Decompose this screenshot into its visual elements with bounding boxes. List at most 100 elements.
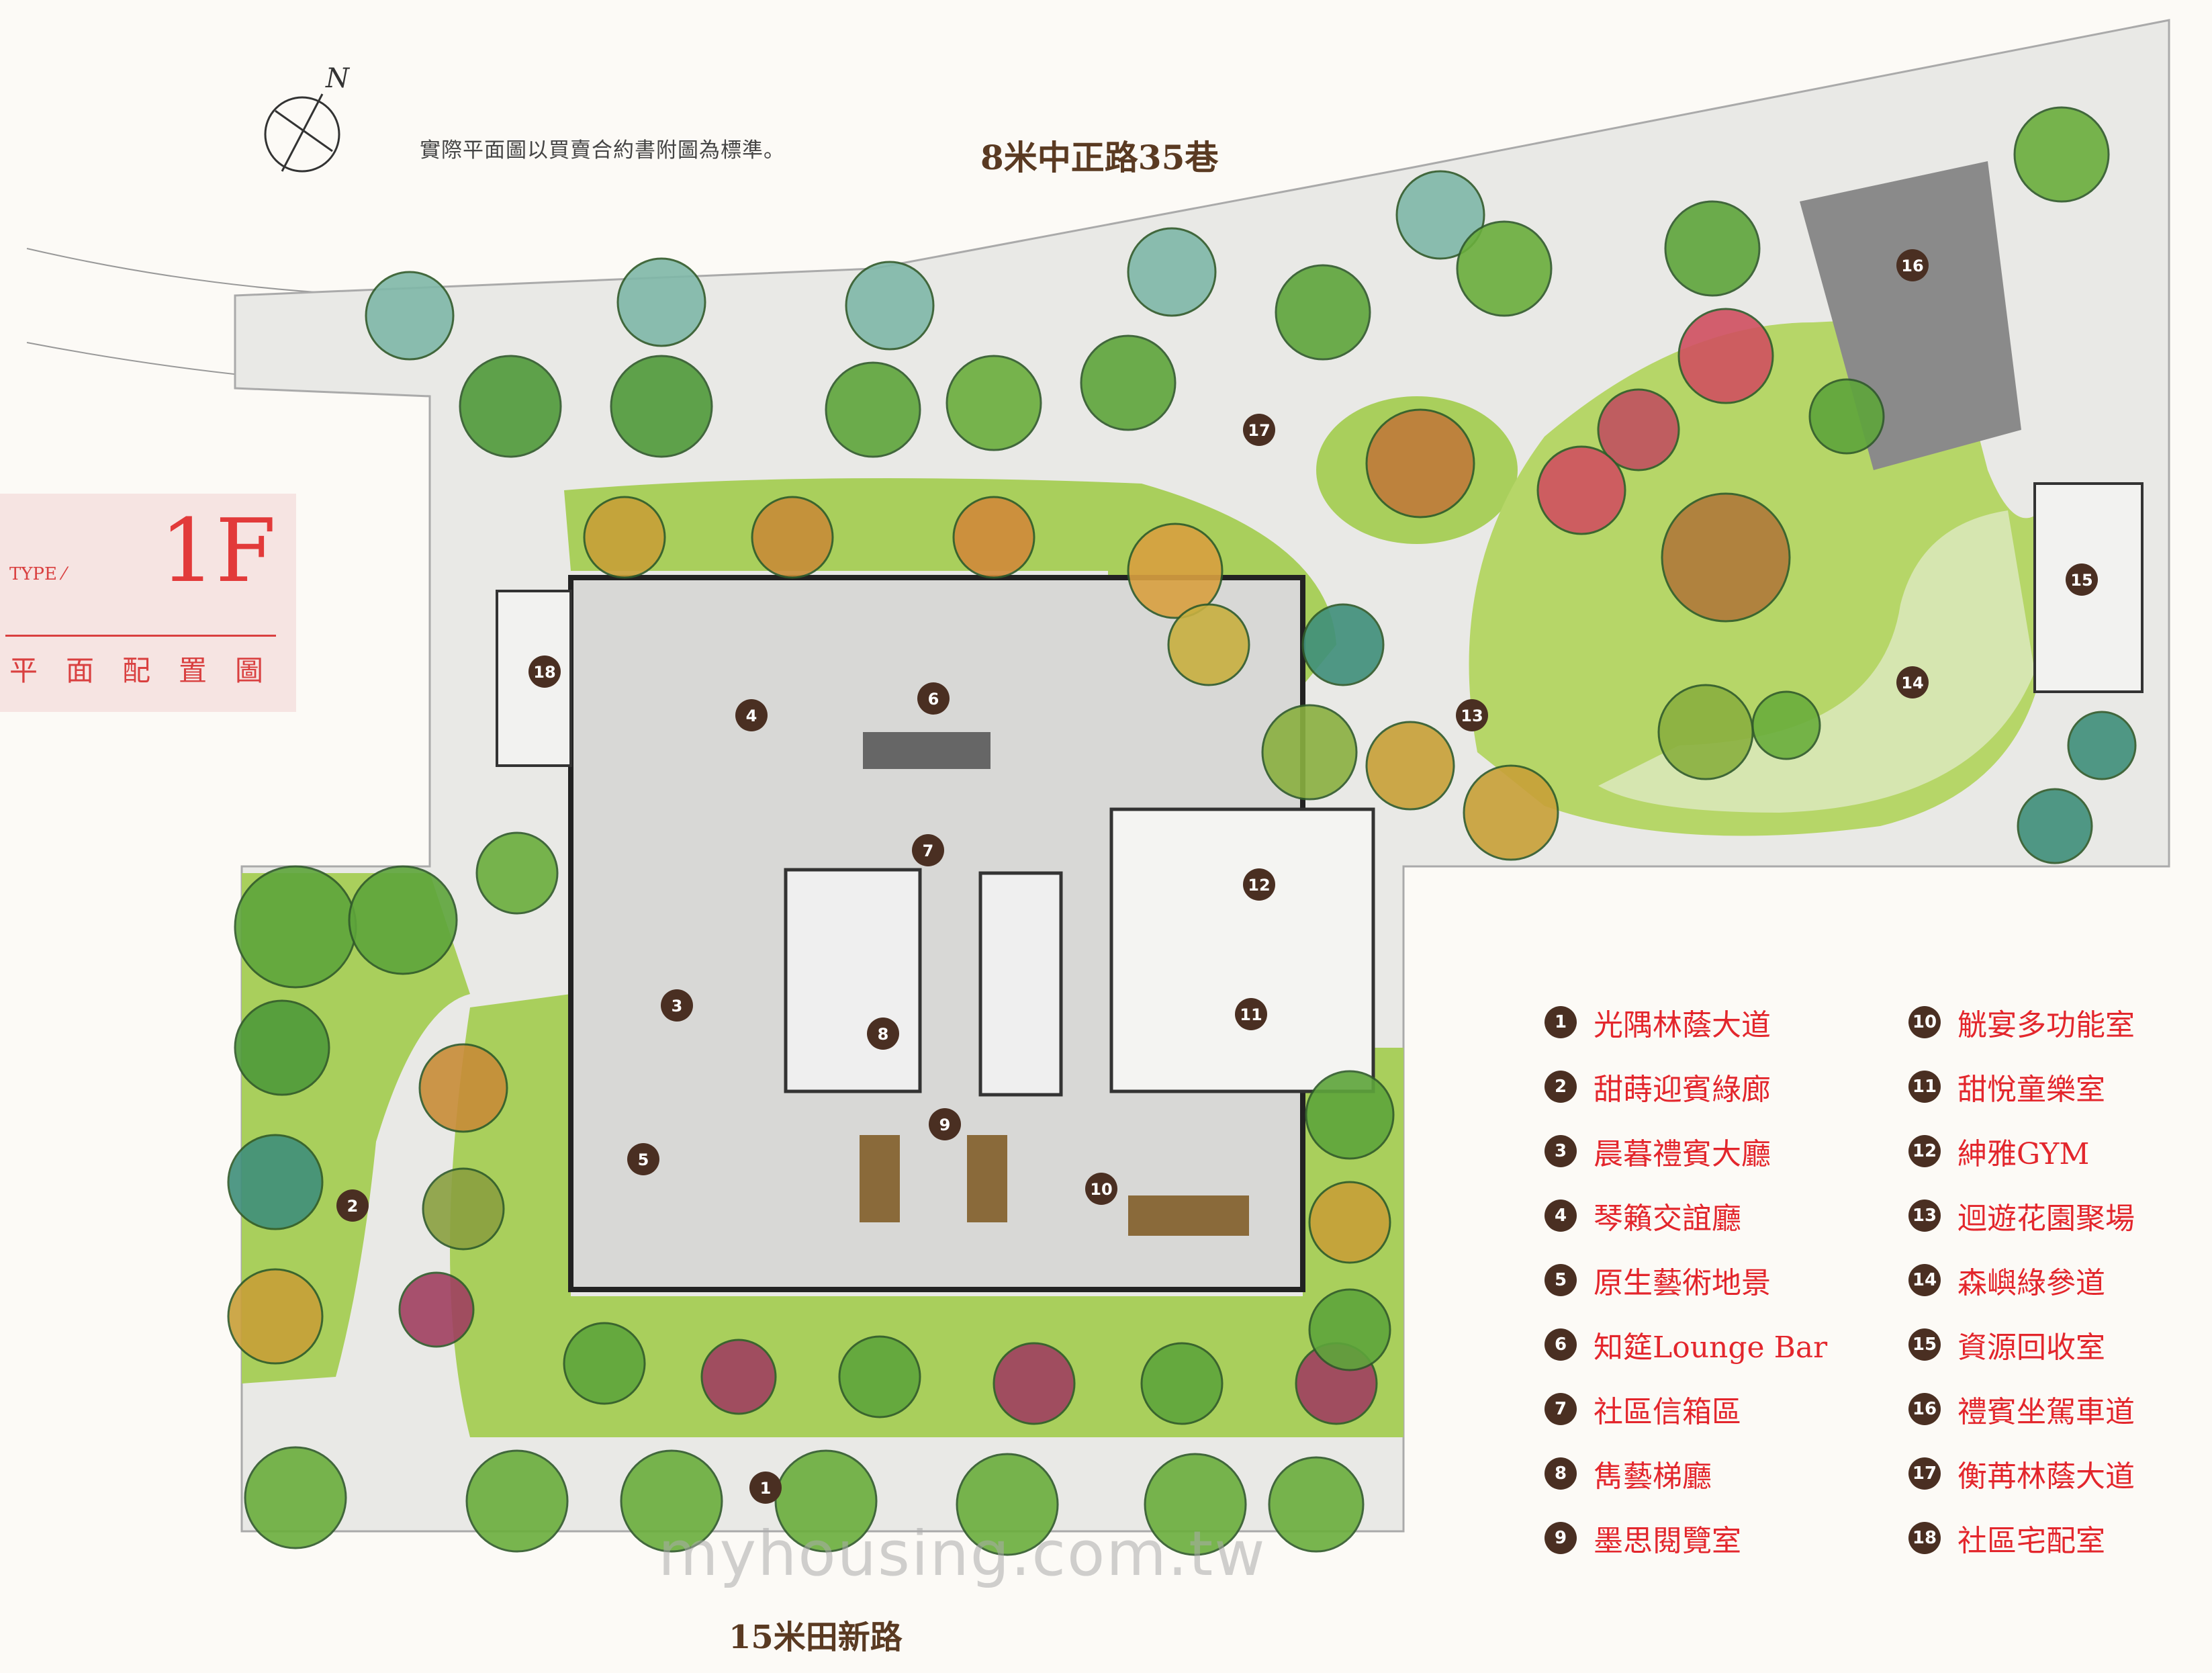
- marker-number: 11: [1240, 1005, 1262, 1024]
- legend-item: 4 琴籟交誼廳: [1545, 1183, 1827, 1248]
- tree-icon: [563, 1322, 646, 1405]
- elevator-core: [784, 868, 922, 1093]
- tree-icon: [227, 1134, 324, 1230]
- legend-number-badge: 6: [1545, 1328, 1577, 1361]
- tree-icon: [1463, 764, 1559, 861]
- marker-number: 13: [1461, 707, 1483, 725]
- tree-icon: [1080, 334, 1177, 431]
- area-marker: 15: [2066, 563, 2098, 596]
- tree-icon: [348, 865, 458, 975]
- area-marker: 9: [929, 1108, 961, 1140]
- area-marker: 13: [1456, 699, 1488, 731]
- legend-number-badge: 3: [1545, 1135, 1577, 1167]
- tree-icon: [1127, 227, 1217, 317]
- marker-number: 10: [1090, 1180, 1112, 1199]
- marker-number: 4: [746, 707, 757, 725]
- garden-path: [1598, 510, 2035, 813]
- marker-badge: [735, 699, 768, 731]
- marker-badge: [867, 1018, 899, 1050]
- marker-number: 3: [672, 997, 683, 1015]
- legend-label: 甜蒔迎賓綠廊: [1594, 1073, 1771, 1107]
- compass-north-label: N: [325, 63, 351, 94]
- road-label-north: 8米中正路35巷: [980, 138, 1219, 177]
- tree-icon: [475, 831, 559, 915]
- marker-badge: [528, 655, 561, 688]
- reading-table: [967, 1135, 1007, 1222]
- tree-icon: [774, 1449, 878, 1553]
- tree-icon: [234, 999, 330, 1096]
- tree-icon: [1751, 690, 1821, 760]
- marker-badge: [1243, 868, 1275, 901]
- tree-icon: [610, 355, 713, 458]
- tree-icon: [465, 1449, 569, 1553]
- area-marker: 12: [1243, 868, 1275, 901]
- marker-number: 7: [923, 842, 934, 860]
- marker-badge: [1235, 998, 1267, 1030]
- marker-number: 15: [2070, 571, 2092, 590]
- legend-label: 原生藝術地景: [1594, 1266, 1771, 1300]
- legend-label: 光隅林蔭大道: [1594, 1008, 1771, 1042]
- tree-icon: [365, 271, 455, 361]
- marker-number: 12: [1248, 876, 1270, 895]
- legend-label: 墨思閱覽室: [1594, 1524, 1741, 1558]
- tree-icon: [952, 496, 1035, 579]
- legend-number-badge: 1: [1545, 1006, 1577, 1038]
- area-marker: 4: [735, 699, 768, 731]
- area-marker: 6: [917, 682, 950, 715]
- tree-icon: [234, 865, 357, 989]
- tree-icon: [700, 1339, 777, 1415]
- legend-item: 1 光隅林蔭大道: [1545, 990, 1827, 1054]
- marker-badge: [917, 682, 950, 715]
- tree-icon: [422, 1167, 505, 1251]
- legend-number-badge: 18: [1908, 1522, 1941, 1554]
- legend-label: 雋藝梯廳: [1594, 1459, 1712, 1494]
- marker-number: 6: [928, 690, 939, 709]
- type-label: TYPE ⁄: [9, 564, 66, 584]
- legend-number-badge: 16: [1908, 1393, 1941, 1425]
- marker-badge: [749, 1472, 782, 1504]
- tree-icon: [1661, 492, 1791, 623]
- marker-number: 14: [1901, 674, 1923, 692]
- legend-label: 衡苒林蔭大道: [1957, 1459, 2135, 1494]
- legend-number-badge: 13: [1908, 1200, 1941, 1232]
- legend-number-badge: 7: [1545, 1393, 1577, 1425]
- tree-icon: [751, 496, 834, 579]
- tree-icon: [1261, 704, 1358, 801]
- area-marker: 2: [336, 1189, 369, 1222]
- tree-icon: [620, 1449, 723, 1553]
- legend-item: 3 晨暮禮賓大廳: [1545, 1119, 1827, 1183]
- marker-number: 1: [760, 1479, 772, 1498]
- gym-room: [1109, 807, 1375, 1093]
- compass-icon: N: [264, 63, 351, 173]
- tree-icon: [838, 1335, 921, 1418]
- marker-number: 18: [533, 663, 555, 682]
- stair-core: [978, 871, 1063, 1097]
- legend-number-badge: 4: [1545, 1200, 1577, 1232]
- marker-badge: [336, 1189, 369, 1222]
- plan-title: 平面配置圖: [9, 654, 292, 687]
- tree-icon: [1808, 378, 1885, 455]
- legend-label: 晨暮禮賓大廳: [1594, 1137, 1771, 1171]
- legend-number-badge: 11: [1908, 1071, 1941, 1103]
- area-marker: 17: [1243, 414, 1275, 446]
- tree-icon: [2067, 711, 2137, 780]
- tree-icon: [825, 361, 921, 458]
- reading-table: [860, 1135, 900, 1222]
- tree-icon: [1308, 1288, 1391, 1371]
- legend-label: 琴籟交誼廳: [1594, 1202, 1741, 1236]
- tree-icon: [1657, 684, 1754, 780]
- area-marker: 7: [912, 834, 944, 866]
- type-box: TYPE ⁄ 1F 平面配置圖: [0, 494, 296, 712]
- tree-icon: [1127, 523, 1224, 619]
- tree-icon: [1301, 603, 1385, 686]
- area-marker: 16: [1896, 249, 1929, 281]
- road-edge: [26, 248, 377, 296]
